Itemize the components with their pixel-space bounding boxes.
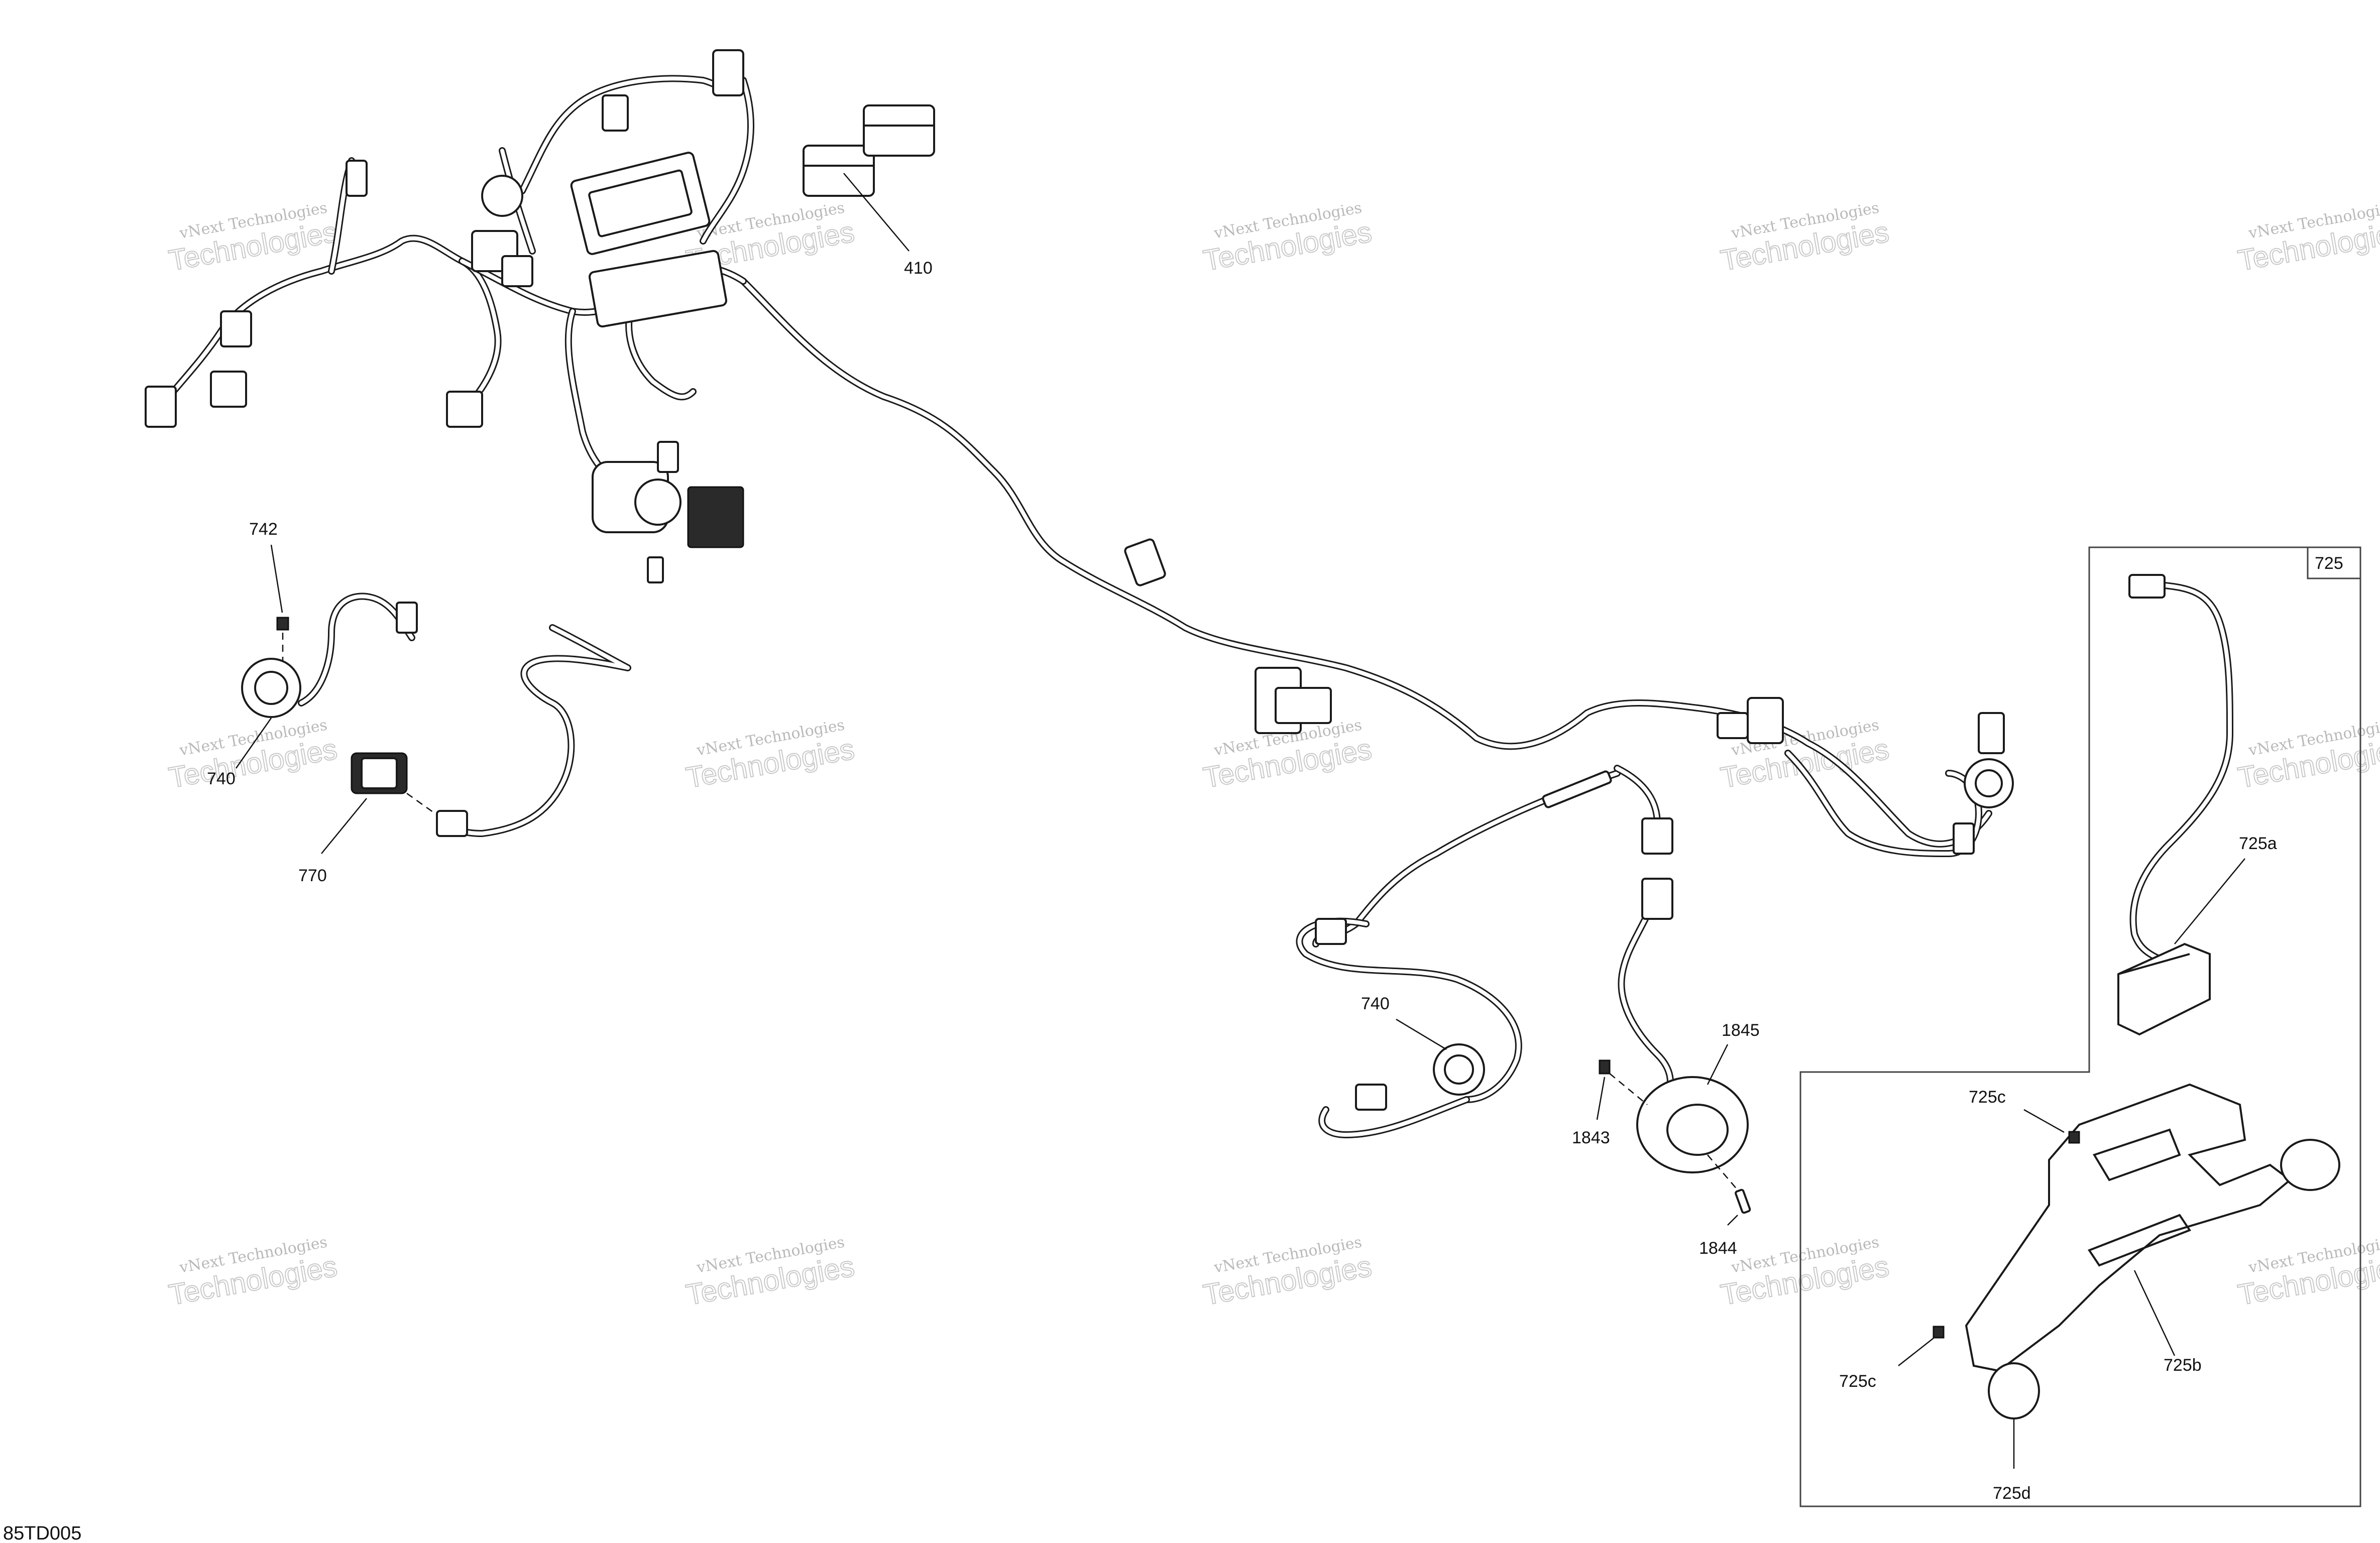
callout-742: 742 [249, 520, 278, 539]
connector [2128, 574, 2166, 599]
connector [446, 391, 483, 428]
voltage-regulator [687, 486, 744, 548]
watermark: vNext Technologies Technologies [683, 1233, 857, 1312]
inset-725: 725 725a 725b 725c 725c 725d [1799, 546, 2361, 1507]
relay [863, 104, 935, 157]
diagram-code: 85TD005 [3, 1523, 81, 1543]
callout-1843: 1843 [1572, 1128, 1610, 1147]
connector [436, 810, 468, 837]
connector [396, 602, 418, 634]
connector [501, 255, 533, 287]
sensor [481, 175, 523, 217]
connector [1641, 878, 1673, 920]
connector [1953, 822, 1975, 855]
relays-410: 410 [803, 104, 935, 278]
harness-components [145, 49, 744, 583]
connector [1747, 697, 1784, 744]
callout-740-right: 740 [1361, 994, 1390, 1013]
connector [1641, 817, 1673, 855]
callout-725b: 725b [2164, 1356, 2202, 1375]
connector [1355, 1084, 1387, 1111]
cap [2280, 1139, 2340, 1191]
callout-725c-bottom: 725c [1839, 1372, 1876, 1391]
right-lamp-assembly: 740 [1355, 994, 1485, 1111]
connector [145, 386, 177, 428]
callout-725c-top: 725c [1969, 1088, 2006, 1107]
watermark: vNext Technologies Technologies [1200, 199, 1375, 277]
watermark: vNext Technologies Technologies [683, 716, 857, 794]
connector [1978, 712, 2005, 754]
callout-725a: 725a [2239, 834, 2277, 853]
watermark: vNext Technologies Technologies [2235, 199, 2380, 277]
harness-clip [1542, 770, 1612, 808]
relay [803, 145, 875, 197]
watermark: vNext Technologies Technologies [2235, 1233, 2380, 1312]
watermark: vNext Technologies Technologies [1200, 1233, 1375, 1312]
connector [220, 310, 252, 347]
main-wiring-harness [157, 75, 1992, 1138]
nut [276, 617, 289, 631]
callout-740-left: 740 [207, 769, 236, 788]
watermark: vNext Technologies Technologies [166, 199, 340, 277]
nut [1599, 1059, 1611, 1075]
mid-harness-components [1124, 538, 2014, 945]
callout-1844: 1844 [1699, 1239, 1737, 1258]
watermark: vNext Technologies Technologies [1718, 1233, 1892, 1312]
connector [1124, 538, 1166, 586]
watermark: vNext Technologies Technologies [2235, 716, 2380, 794]
grommet-725d [1988, 1362, 2040, 1419]
watermark: vNext Technologies Technologies [166, 1233, 340, 1312]
connector [602, 94, 629, 132]
nut [2068, 1131, 2080, 1144]
callout-725: 725 [2315, 554, 2343, 573]
callout-410: 410 [904, 259, 933, 278]
callout-770: 770 [298, 866, 327, 885]
left-lamp-assembly: 742 740 770 [207, 520, 631, 885]
connector [346, 160, 368, 197]
connector [712, 49, 744, 96]
connector [210, 371, 247, 408]
connector [1315, 918, 1347, 945]
horn-assembly: 1845 1843 1844 [1572, 878, 1760, 1258]
fuse-box [589, 250, 727, 328]
bracket-725b [1965, 1083, 2292, 1372]
watermark: vNext Technologies Technologies [1718, 199, 1892, 277]
callout-1845: 1845 [1722, 1021, 1760, 1040]
lamp-725a [2117, 942, 2211, 1036]
callout-725d: 725d [1993, 1484, 2031, 1503]
screw [1735, 1189, 1751, 1214]
nut [1933, 1326, 1945, 1339]
watermark: vNext Technologies Technologies [166, 716, 340, 794]
